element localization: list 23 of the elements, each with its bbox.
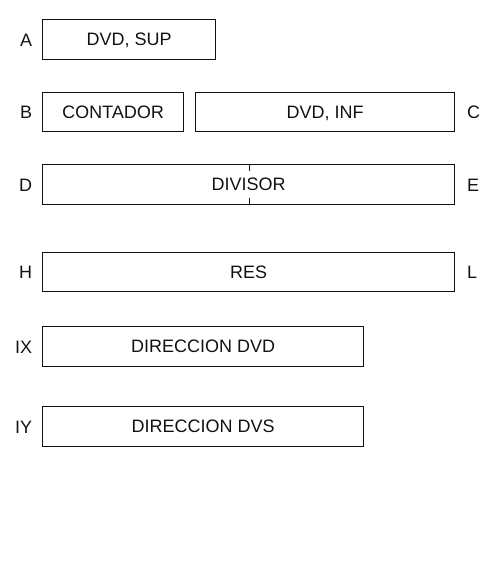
- register-letter: C: [467, 101, 480, 123]
- register-letter: A: [20, 28, 32, 50]
- register-letter: L: [467, 261, 478, 283]
- register-letter: IY: [14, 416, 32, 438]
- register-letter: E: [467, 174, 480, 196]
- register-box: [42, 252, 455, 292]
- register-name: DIVISOR: [211, 174, 286, 195]
- register-name: DVD, INF: [286, 102, 364, 122]
- register-box: [42, 406, 364, 447]
- register-letter: H: [19, 261, 32, 283]
- register-box: [42, 326, 364, 367]
- register-name: DIRECCION DVD: [130, 336, 275, 357]
- register-name: DVD, SUP: [86, 29, 172, 50]
- register-letter: B: [20, 101, 32, 123]
- register-box: [42, 19, 216, 60]
- register-name: DIRECCION DVS: [131, 416, 274, 437]
- register-name: RES: [230, 262, 267, 282]
- register-letter: D: [19, 174, 32, 196]
- register-name: CONTADOR: [62, 102, 164, 122]
- register-box: [42, 164, 455, 205]
- register-box: [195, 92, 455, 132]
- register-letter: IX: [14, 336, 32, 358]
- register-box: [42, 92, 184, 132]
